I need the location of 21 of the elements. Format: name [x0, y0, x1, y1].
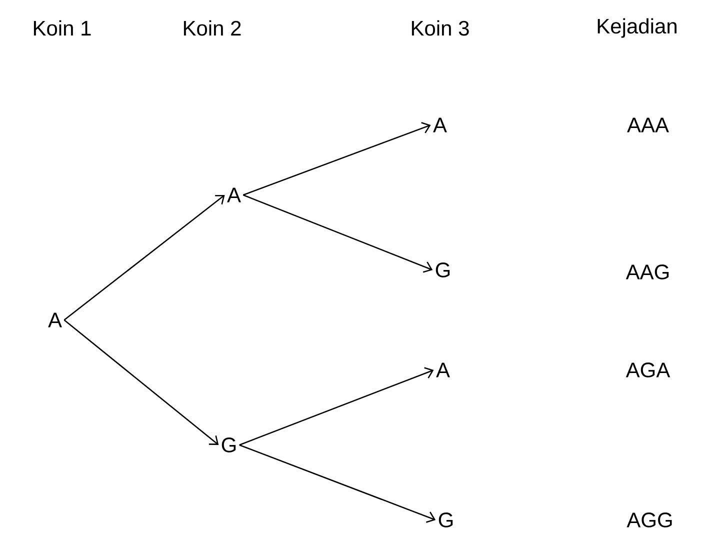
- column-heading: Koin 3: [412, 20, 469, 36]
- arrow: [239, 444, 436, 523]
- outcome-letter: G: [222, 438, 236, 452]
- outcome-letter: G: [438, 512, 453, 528]
- outcome-letter: G: [436, 262, 450, 278]
- outcome-label: AAG: [626, 264, 669, 280]
- outcome-letter: A: [48, 312, 62, 328]
- column-heading: Koin 2: [184, 20, 241, 36]
- arrow: [242, 194, 433, 273]
- column-heading: Koin 1: [34, 20, 91, 36]
- outcome-letter: A: [436, 362, 450, 378]
- outcome-label: AAA: [627, 118, 669, 132]
- outcome-letter: A: [227, 188, 241, 202]
- column-heading: Kejadian: [598, 18, 676, 38]
- outcome-letter: A: [433, 118, 447, 132]
- arrow: [242, 122, 431, 196]
- arrow: [64, 319, 219, 445]
- outcome-label: AGG: [626, 512, 672, 528]
- outcome-label: AGA: [626, 362, 670, 378]
- arrow: [64, 194, 225, 320]
- arrow: [239, 367, 434, 446]
